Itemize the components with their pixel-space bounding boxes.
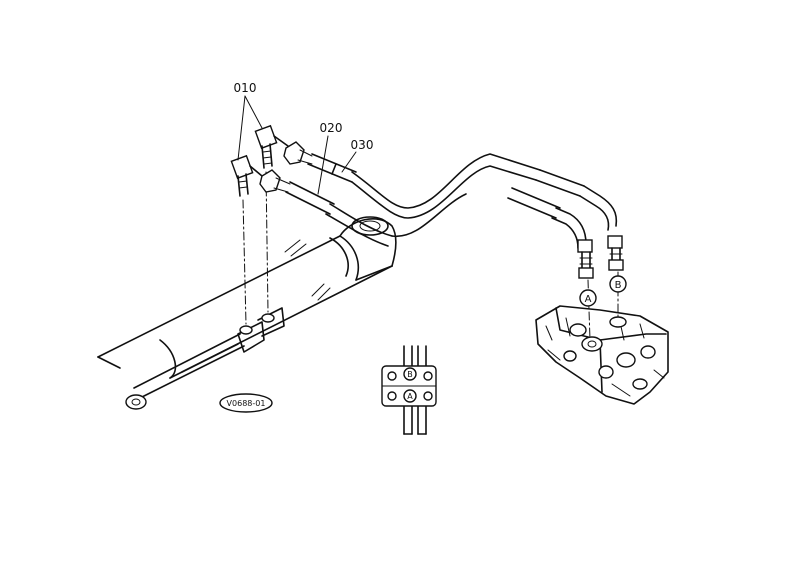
drawing-code-badge bbox=[219, 393, 273, 413]
callout-020: 020 bbox=[320, 121, 343, 135]
drawing-code: V0688-01 bbox=[227, 399, 266, 408]
control-valve bbox=[535, 305, 669, 405]
callout-leader-020 bbox=[317, 135, 329, 195]
port-a-label: A bbox=[585, 294, 592, 305]
valve-inset-detail: B A bbox=[381, 345, 437, 435]
elbow-fitting-upper bbox=[254, 124, 289, 169]
port-a-marker bbox=[579, 289, 597, 307]
swivel-fitting-b bbox=[607, 235, 624, 271]
callout-leader-010 bbox=[237, 95, 263, 161]
swivel-fitting-a bbox=[577, 239, 594, 279]
callout-030: 030 bbox=[351, 138, 374, 152]
port-b-label: B bbox=[615, 280, 622, 291]
inset-port-a-label: A bbox=[407, 392, 413, 401]
callout-010: 010 bbox=[234, 81, 257, 95]
centerline-port-a bbox=[587, 279, 591, 341]
centerline-lower bbox=[242, 199, 247, 325]
port-b-marker bbox=[609, 275, 627, 293]
inset-port-b-label: B bbox=[407, 370, 413, 379]
elbow-fitting-lower bbox=[230, 154, 263, 197]
hydraulic-cylinder bbox=[97, 216, 397, 410]
callout-leader-030 bbox=[341, 151, 357, 173]
centerline-upper bbox=[265, 171, 269, 313]
hose-030 bbox=[283, 141, 618, 231]
hose-020 bbox=[259, 169, 587, 249]
